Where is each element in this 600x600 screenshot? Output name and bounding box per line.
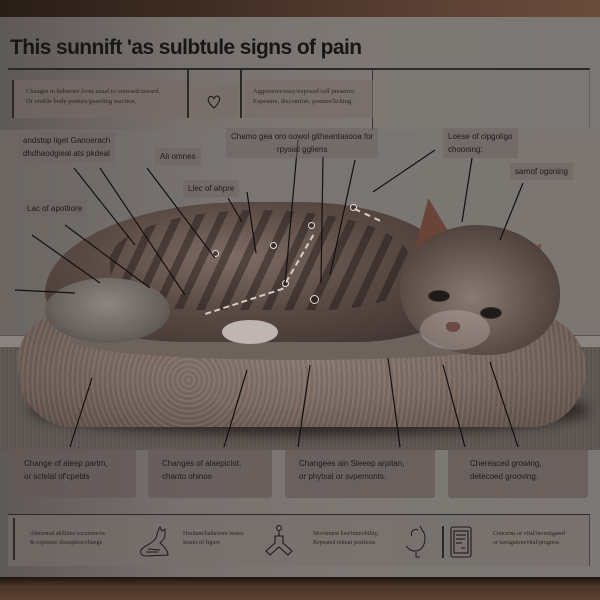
cat-head (400, 225, 560, 355)
bottom-label: Change of aleep partm, or sctelal of'cpe… (10, 448, 136, 498)
bottom-label-text: Chereaced growing, (470, 459, 542, 468)
legend-line: Abnormal abilities occurrences (30, 531, 105, 537)
info-text: Exposure, discomfort, posture/licking. (253, 98, 353, 105)
marker-dot (212, 250, 219, 257)
callout-text: chooning: (448, 145, 483, 154)
callout-label: Chamo gea oro oowol githeantasooa for rp… (226, 128, 379, 158)
legend-text: Hesitant/bathroom issues Issues of figur… (183, 530, 244, 548)
bottom-label-text: Change of aleep partm, (24, 459, 108, 468)
legend-separator (442, 526, 444, 558)
bird-icon (405, 525, 426, 558)
legend-line: or navigation/vital/progress (493, 540, 560, 546)
callout-text: sarnof ogoning (515, 167, 568, 176)
bottom-label: Changes of alaepiciot, chanto ohinos (148, 448, 272, 498)
legend-line: Issues of figure (183, 540, 220, 546)
bottom-label-text: or phytsal or svpemonts. (299, 472, 387, 481)
cat-paw (222, 320, 278, 344)
info-text: Or visible body posture/guarding reactio… (26, 98, 137, 105)
callout-label: Lac of apottiore (22, 200, 88, 217)
bottom-label-text: Changes of alaepiciot, (162, 459, 242, 468)
empty-info-panel (372, 69, 590, 134)
bottom-label-text: chanto ohinos (162, 472, 212, 481)
legend-line: Movement lost/immobility, (313, 531, 379, 537)
legend-bar (8, 514, 590, 566)
marker-dot (308, 222, 315, 229)
callout-label: Llec of ahpre (183, 180, 240, 197)
cat-eye (428, 290, 450, 302)
info-text: Changes in behavior from usual to outwar… (26, 88, 161, 95)
legend-rule (13, 518, 15, 560)
bottom-label: Chereaced growing, detecoed grooving. (448, 448, 588, 498)
callout-text: Alı omnes (160, 152, 196, 161)
divider (187, 70, 189, 118)
callout-text: andstop liget Ganoerach (23, 136, 111, 145)
info-text: Aggressive/easy/exposed cell presence. (253, 88, 356, 95)
legend-text: Abnormal abilities occurrences & exposur… (30, 530, 105, 548)
callout-label: andstop liget Ganoerach dhdhaodgieal ats… (18, 132, 116, 162)
cat-tail (45, 278, 170, 343)
legend-line: & exposure disruption/change (30, 540, 103, 546)
bottom-label-text: Changees ain Sleeep arpitan, (299, 459, 405, 468)
callout-text: Loese of cipgoligo (448, 132, 513, 141)
legend-text: Movement lost/immobility, Repeated retre… (313, 530, 379, 548)
legend-text: Concerns or vital/investigated or naviga… (493, 530, 565, 548)
cat-nose (446, 322, 460, 332)
callout-label: Alı omnes (155, 148, 201, 165)
wall-background (0, 0, 600, 18)
marker-dot (270, 242, 277, 249)
callout-text: Lac of apottiore (27, 204, 83, 213)
callout-label: sarnof ogoning (510, 163, 573, 180)
bottom-label: Changees ain Sleeep arpitan, or phytsal … (285, 448, 435, 498)
toy-spinner-icon (265, 524, 293, 556)
wooden-surface (0, 577, 600, 600)
bottom-label-text: or sctelal of'cpebls (24, 472, 90, 481)
legend-line: Hesitant/bathroom issues (183, 531, 244, 537)
sitting-cat-icon (140, 526, 169, 557)
callout-text: dhdhaodgieal ats pkdeal (23, 149, 110, 158)
clipboard-icon (450, 526, 472, 558)
power-icon (310, 295, 319, 304)
info-box-right: Aggressive/easy/exposed cell presence. E… (245, 80, 373, 118)
cat-eye (480, 307, 502, 319)
callout-text: Chamo gea oro oowol githeantasooa for (231, 132, 374, 141)
info-box-left: Changes in behavior from usual to outwar… (12, 80, 187, 118)
bottom-label-text: detecoed grooving. (470, 472, 539, 481)
callout-text: Llec of ahpre (188, 184, 235, 193)
divider (240, 70, 242, 118)
callout-text: rpysial ggliens (276, 145, 328, 154)
callout-label: Loese of cipgoligo chooning: (443, 128, 518, 158)
heart-panel (190, 86, 238, 118)
heart-icon (207, 95, 221, 109)
title-rule (8, 68, 590, 70)
legend-line: Concerns or vital/investigated (493, 531, 565, 537)
legend-line: Repeated retreat positions (313, 540, 376, 546)
poster-title: This sunnift 'as sulbtule signs of pain (10, 36, 362, 59)
